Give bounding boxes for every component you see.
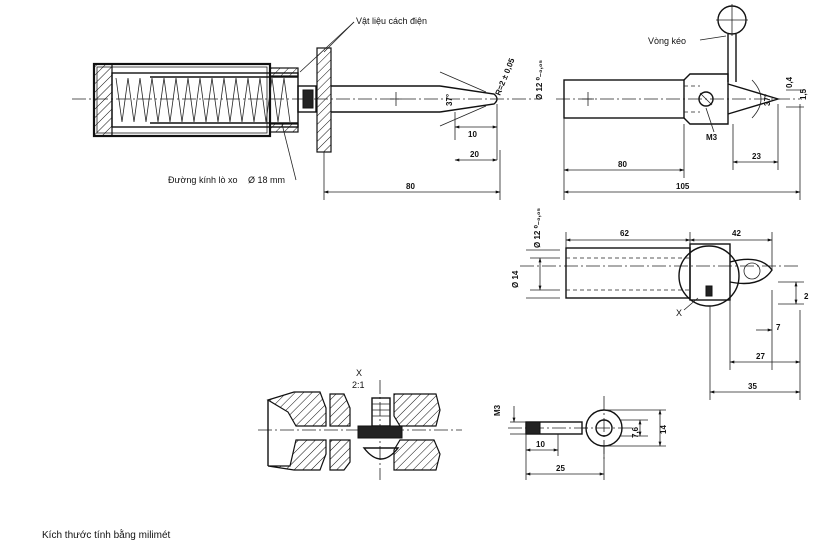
dim-m3: M3 — [706, 133, 718, 142]
spring-diameter-label: Đường kính lò xo Ø 18 mm — [168, 175, 285, 185]
dim-14: 14 — [659, 425, 668, 434]
pull-ring-label: Vòng kéo — [648, 36, 686, 46]
dim-m3-small: M3 — [493, 404, 502, 416]
dim-23: 23 — [752, 152, 761, 161]
detail-mark-x: X — [676, 308, 682, 318]
dim-1-5: 1,5 — [799, 88, 808, 100]
probe-side-view — [520, 232, 804, 400]
spring-diameter-prefix: Đường kính lò xo — [168, 175, 237, 185]
dim-62: 62 — [620, 229, 629, 238]
angle-37-right: 37° — [763, 94, 772, 106]
detail-x-label: X — [356, 368, 362, 378]
dim-105: 105 — [676, 182, 690, 191]
probe-top-view — [72, 4, 804, 200]
tip-radius: R=2 ± 0,05 — [494, 56, 517, 96]
angle-37-left: 37° — [445, 94, 454, 106]
dim-0-4: 0,4 — [785, 76, 794, 88]
dim-10-top: 10 — [468, 130, 477, 139]
dim-27: 27 — [756, 352, 765, 361]
dim-2: 2 — [804, 292, 809, 301]
dim-20: 20 — [470, 150, 479, 159]
dia-14: Ø 14 — [511, 270, 520, 288]
detail-x-section — [258, 380, 462, 480]
units-caption: Kích thước tính bằng milimét — [42, 528, 171, 541]
dim-35: 35 — [748, 382, 757, 391]
dim-7: 7 — [776, 323, 781, 332]
spring-diameter-value: Ø 18 mm — [248, 175, 285, 185]
dim-80-left: 80 — [406, 182, 415, 191]
small-pin-view — [508, 396, 666, 480]
dim-25: 25 — [556, 464, 565, 473]
dim-80-right: 80 — [618, 160, 627, 169]
dia-12-mid: Ø 12 ⁰₋₀,₀₅ — [533, 208, 542, 248]
dia-12-top: Ø 12 ⁰₋₀,₀₅ — [535, 60, 544, 100]
insulating-material-label: Vật liệu cách điện — [356, 16, 427, 26]
dim-10-small: 10 — [536, 440, 545, 449]
detail-scale-label: 2:1 — [352, 380, 365, 390]
dim-42: 42 — [732, 229, 741, 238]
dim-7-6: 7,6 — [631, 426, 640, 438]
spring — [115, 77, 291, 123]
